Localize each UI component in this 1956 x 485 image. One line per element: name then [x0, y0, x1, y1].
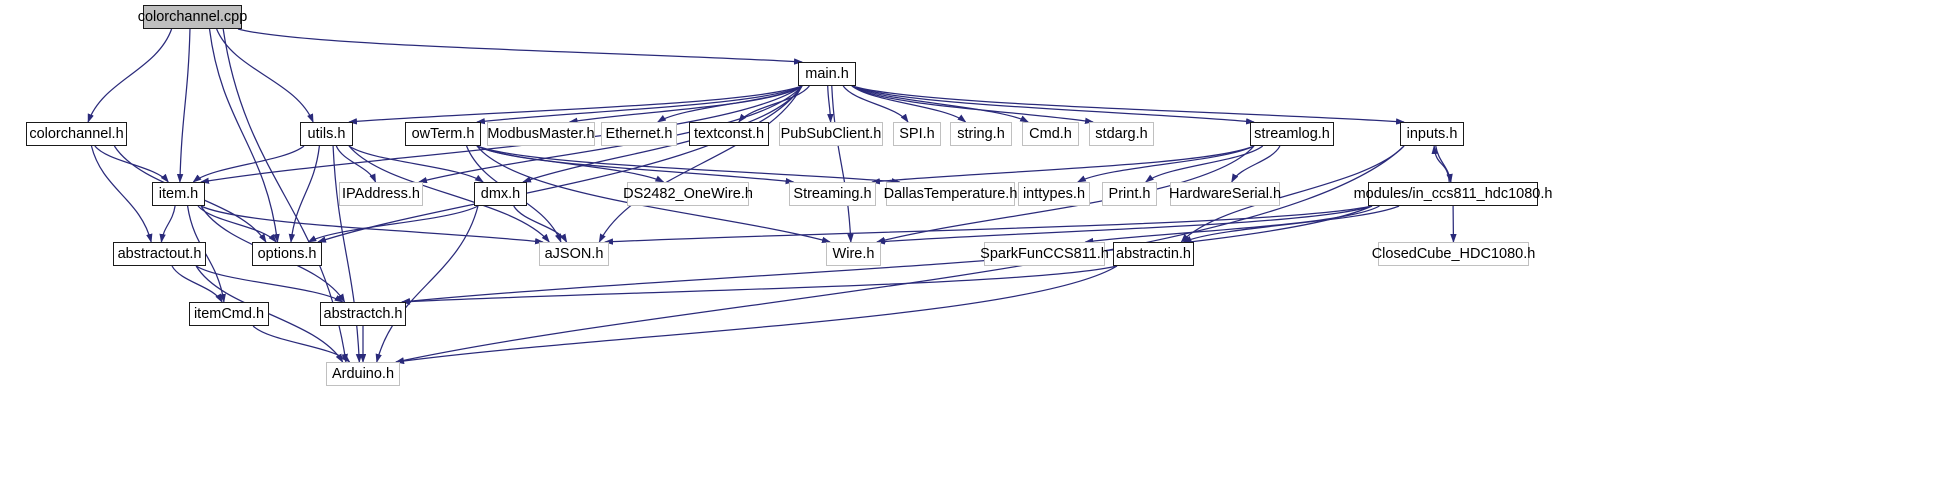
graph-node-options-h[interactable]: options.h: [252, 242, 322, 266]
edge-inputs-h-to-abstractin-h: [1180, 145, 1405, 243]
edge-main-h-to-stdarg-h: [851, 85, 1094, 124]
edge-dmx-h-to-options-h: [307, 205, 479, 243]
graph-node-ModbusMaster-h[interactable]: ModbusMaster.h: [487, 122, 595, 146]
edge-itemCmd-h-to-Arduino-h: [252, 325, 351, 363]
edge-main-h-to-aJSON-h: [598, 85, 803, 243]
edge-utils-h-to-dmx-h: [348, 145, 484, 183]
graph-node-colorchannel-cpp[interactable]: colorchannel.cpp: [138, 5, 247, 29]
graph-node-SPI-h[interactable]: SPI.h: [893, 122, 941, 146]
graph-node-HardwareSerial-h[interactable]: HardwareSerial.h: [1169, 182, 1281, 206]
edge-modules-in-ccs811-to-Wire-h: [876, 205, 1373, 245]
edge-main-h-to-streamlog-h: [851, 85, 1255, 125]
graph-node-IPAddress-h[interactable]: IPAddress.h: [339, 182, 423, 206]
edge-inputs-h-to-Arduino-h: [395, 145, 1405, 364]
edge-utils-h-to-options-h: [288, 145, 321, 243]
graph-node-colorchannel-h[interactable]: colorchannel.h: [26, 122, 127, 146]
edge-owTerm-h-to-Streaming-h: [476, 145, 795, 185]
edge-utils-h-to-Arduino-h: [332, 145, 363, 363]
edge-utils-h-to-IPAddress-h: [335, 145, 377, 183]
edge-colorchannel-cpp-to-main-h: [237, 28, 803, 65]
graph-node-itemCmd-h[interactable]: itemCmd.h: [189, 302, 269, 326]
edge-colorchannel-cpp-to-utils-h: [216, 28, 314, 123]
graph-node-Wire-h[interactable]: Wire.h: [826, 242, 881, 266]
edge-modules-in-ccs811-to-inputs-h: [1431, 145, 1450, 183]
edge-main-h-to-options-h: [317, 85, 803, 243]
edge-abstractout-h-to-abstractch-h: [195, 265, 344, 303]
graph-node-inputs-h[interactable]: inputs.h: [1400, 122, 1464, 146]
edge-main-h-to-inputs-h: [851, 85, 1405, 125]
graph-node-streamlog-h[interactable]: streamlog.h: [1250, 122, 1334, 146]
graph-node-owTerm-h[interactable]: owTerm.h: [405, 122, 481, 146]
edge-item-h-to-aJSON-h: [200, 205, 544, 245]
edge-streamlog-h-to-inttypes-h: [1076, 145, 1255, 183]
graph-node-aJSON-h[interactable]: aJSON.h: [539, 242, 609, 266]
edge-abstractin-h-to-abstractch-h: [401, 265, 1118, 305]
graph-node-abstractin-h[interactable]: abstractin.h: [1113, 242, 1194, 266]
graph-node-stdarg-h[interactable]: stdarg.h: [1089, 122, 1154, 146]
graph-node-SparkFunCCS811-h[interactable]: SparkFunCCS811.h: [980, 242, 1109, 266]
graph-node-Ethernet-h[interactable]: Ethernet.h: [601, 122, 677, 146]
edge-modules-in-ccs811-to-SparkFunCCS811-h: [1084, 205, 1380, 245]
graph-node-textconst-h[interactable]: textconst.h: [689, 122, 769, 146]
graph-node-DallasTemperature-h[interactable]: DallasTemperature.h: [884, 182, 1017, 206]
edge-main-h-to-Wire-h: [831, 85, 854, 243]
edge-owTerm-h-to-DS2482-OneWire-h: [476, 145, 665, 183]
graph-node-modules-in-ccs811[interactable]: modules/in_ccs811_hdc1080.h: [1354, 182, 1552, 206]
graph-node-string-h[interactable]: string.h: [950, 122, 1012, 146]
graph-node-Print-h[interactable]: Print.h: [1102, 182, 1157, 206]
edge-utils-h-to-item-h: [192, 145, 305, 183]
edge-main-h-to-Ethernet-h: [656, 85, 803, 123]
edge-colorchannel-cpp-to-options-h: [208, 28, 280, 243]
graph-node-Arduino-h[interactable]: Arduino.h: [326, 362, 400, 386]
edge-modules-in-ccs811-to-abstractin-h: [1182, 205, 1400, 243]
graph-node-dmx-h[interactable]: dmx.h: [474, 182, 527, 206]
edge-main-h-to-SPI-h: [842, 85, 909, 123]
graph-node-ClosedCube-HDC1080-h[interactable]: ClosedCube_HDC1080.h: [1372, 242, 1535, 266]
edge-colorchannel-cpp-to-item-h: [176, 28, 191, 183]
graph-node-Streaming-h[interactable]: Streaming.h: [789, 182, 876, 206]
graph-node-abstractout-h[interactable]: abstractout.h: [113, 242, 206, 266]
edge-modules-in-ccs811-to-abstractch-h: [401, 205, 1373, 305]
edge-main-h-to-Cmd-h: [851, 85, 1030, 123]
edge-streamlog-h-to-Streaming-h: [871, 145, 1255, 185]
edge-colorchannel-h-to-abstractout-h: [90, 145, 153, 243]
edge-abstractout-h-to-itemCmd-h: [171, 265, 223, 303]
edge-abstractin-h-to-Arduino-h: [395, 265, 1118, 365]
edge-main-h-to-dmx-h: [522, 85, 803, 183]
edge-dmx-h-to-aJSON-h: [513, 205, 568, 243]
graph-node-utils-h[interactable]: utils.h: [300, 122, 353, 146]
edge-modules-in-ccs811-to-aJSON-h: [604, 205, 1373, 245]
graph-node-PubSubClient-h[interactable]: PubSubClient.h: [779, 122, 883, 146]
edge-main-h-to-owTerm-h: [476, 85, 803, 125]
edge-dmx-h-to-Arduino-h: [375, 205, 479, 363]
graph-node-abstractch-h[interactable]: abstractch.h: [320, 302, 406, 326]
graph-node-main-h[interactable]: main.h: [798, 62, 856, 86]
edge-item-h-to-abstractout-h: [159, 205, 176, 243]
edge-main-h-to-ModbusMaster-h: [568, 85, 803, 124]
edge-streamlog-h-to-HardwareSerial-h: [1231, 145, 1281, 183]
graph-node-inttypes-h[interactable]: inttypes.h: [1018, 182, 1090, 206]
graph-node-Cmd-h[interactable]: Cmd.h: [1022, 122, 1079, 146]
edge-main-h-to-PubSubClient-h: [827, 85, 834, 123]
graph-node-item-h[interactable]: item.h: [152, 182, 205, 206]
edge-streamlog-h-to-Print-h: [1144, 145, 1264, 183]
edge-colorchannel-cpp-to-colorchannel-h: [87, 28, 173, 123]
graph-node-DS2482-OneWire-h[interactable]: DS2482_OneWire.h: [623, 182, 753, 206]
edge-main-h-to-utils-h: [348, 85, 803, 125]
edge-owTerm-h-to-DallasTemperature-h: [476, 145, 901, 185]
edge-abstractout-h-to-Arduino-h: [195, 265, 344, 363]
edge-utils-h-to-aJSON-h: [348, 145, 550, 243]
